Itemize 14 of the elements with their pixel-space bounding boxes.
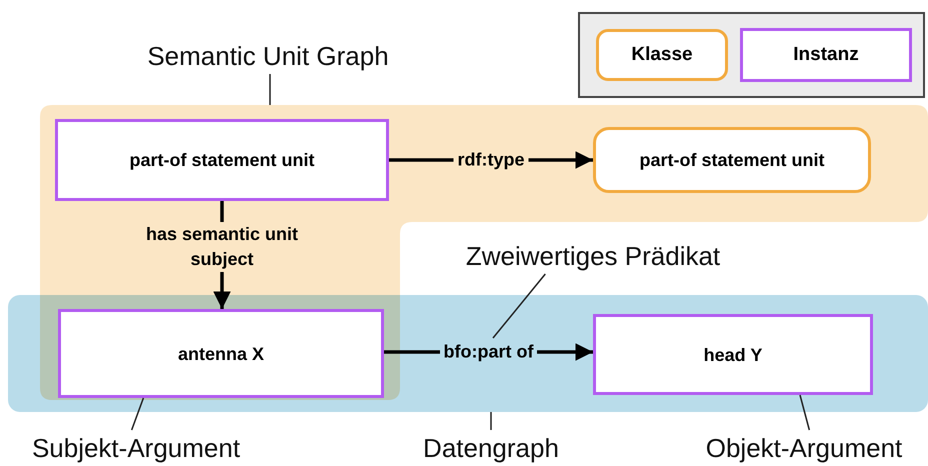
instance-box: part-of statement unit [55, 119, 389, 201]
annotation-label: Zweiwertiges Prädikat [436, 238, 750, 274]
annotation-label: Datengraph [406, 430, 576, 466]
class-box: part-of statement unit [593, 127, 871, 193]
instance-box: head Y [593, 314, 873, 395]
class-legend-sample: Klasse [596, 29, 728, 81]
instance-legend-sample: Instanz [740, 28, 912, 82]
leader-line [799, 394, 810, 430]
annotation-label: Objekt-Argument [684, 430, 924, 466]
leader-line [492, 274, 546, 338]
annotation-label: Subjekt-Argument [6, 430, 266, 466]
leader-line [269, 74, 271, 105]
annotation-label: Semantic Unit Graph [110, 38, 426, 74]
leader-line [490, 412, 492, 430]
